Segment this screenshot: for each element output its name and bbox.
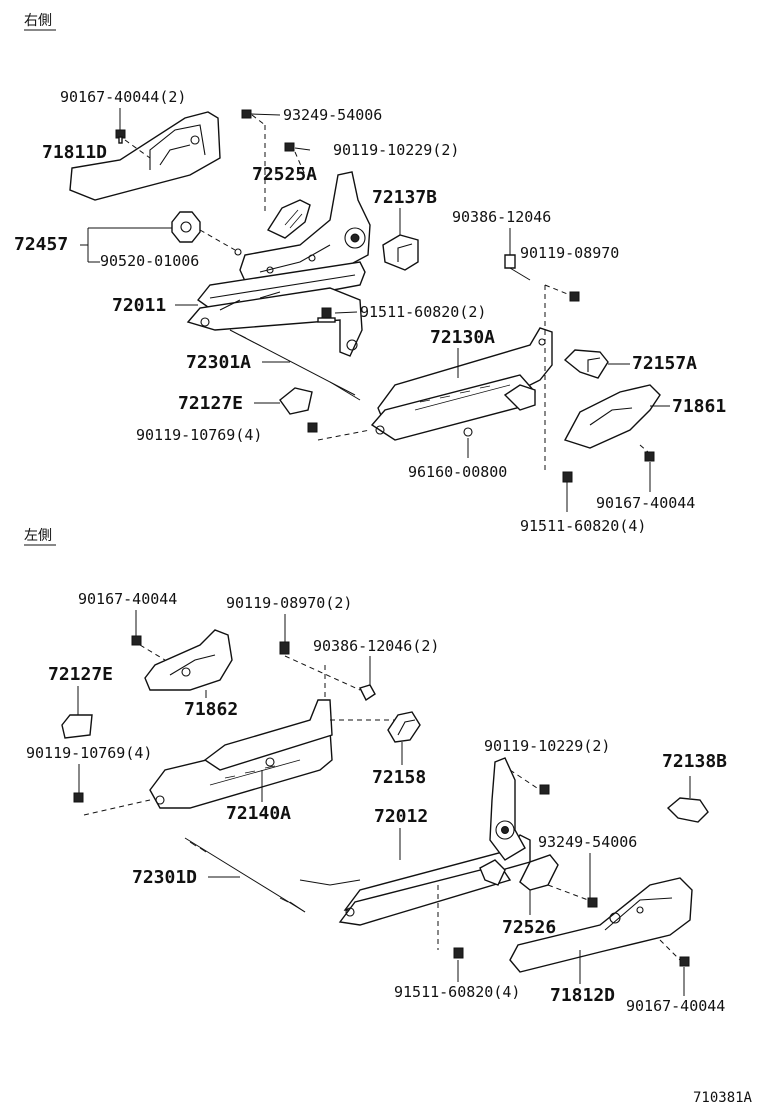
label-90119-08970-r: 90119-08970 xyxy=(520,244,619,262)
label-72301A: 72301A xyxy=(186,352,251,373)
label-90119-10769-4-l: 90119-10769(4) xyxy=(26,744,152,762)
part-71812D-drawing xyxy=(509,877,693,973)
label-90386-12046-2-l: 90386-12046(2) xyxy=(313,637,439,655)
label-72140A: 72140A xyxy=(226,803,291,824)
label-71812D: 71812D xyxy=(550,985,615,1006)
bolt-90119-10229-l xyxy=(509,769,550,795)
bolt-91511-60820-r4 xyxy=(562,471,573,512)
label-90119-08970-2-l: 90119-08970(2) xyxy=(226,594,352,612)
label-72127E-l: 72127E xyxy=(48,664,113,685)
leader-93249-54006-r xyxy=(250,113,281,116)
label-91511-60820-4-r: 91511-60820(4) xyxy=(520,517,646,535)
part-72140A-drawing xyxy=(149,699,400,809)
label-72012: 72012 xyxy=(374,806,428,827)
part-72137B-drawing xyxy=(382,234,419,271)
bolt-90167-40044-l xyxy=(131,635,166,661)
label-93249-54006-r: 93249-54006 xyxy=(283,106,382,124)
label-72138B: 72138B xyxy=(662,751,727,772)
label-71861: 71861 xyxy=(672,396,726,417)
label-71811D: 71811D xyxy=(42,142,107,163)
section-label-left: 左側 xyxy=(24,528,52,544)
recliner-bracket-l xyxy=(489,757,526,861)
part-71862-drawing xyxy=(144,629,233,691)
label-90167-40044-2-r: 90167-40044(2) xyxy=(60,88,186,106)
label-72457: 72457 xyxy=(14,234,68,255)
label-96160-00800: 96160-00800 xyxy=(408,463,507,481)
diagram-code: 710381A xyxy=(693,1090,753,1106)
bolt-90119-10769-l xyxy=(73,792,151,816)
section-label-right: 右側 xyxy=(24,13,52,29)
left-side-labels: 90167-40044 90119-08970(2) 90386-12046(2… xyxy=(26,590,727,1015)
screw-93249-54006-l xyxy=(547,884,598,908)
left-side-drawing xyxy=(61,629,709,973)
label-72011: 72011 xyxy=(112,295,166,316)
part-72457-drawing xyxy=(171,211,242,256)
label-90167-40044-l2: 90167-40044 xyxy=(626,997,725,1015)
label-91511-60820-4-l: 91511-60820(4) xyxy=(394,983,520,1001)
right-side-drawing xyxy=(69,109,661,512)
bolt-90119-10769-r xyxy=(307,422,371,441)
bolt-91511-60820-l xyxy=(437,885,464,959)
label-90167-40044-r2: 90167-40044 xyxy=(596,494,695,512)
bolt-90119-08970-r xyxy=(544,284,580,470)
label-72157A: 72157A xyxy=(632,353,697,374)
label-90167-40044-l: 90167-40044 xyxy=(78,590,177,608)
part-72012-drawing xyxy=(299,834,531,926)
label-90520-01006: 90520-01006 xyxy=(100,252,199,270)
bolt-90119-10229-r xyxy=(284,142,311,176)
label-72526: 72526 xyxy=(502,917,556,938)
label-72130A: 72130A xyxy=(430,327,495,348)
label-90386-12046-r: 90386-12046 xyxy=(452,208,551,226)
part-72127E-drawing-r xyxy=(279,387,313,415)
label-93249-54006-l: 93249-54006 xyxy=(538,833,637,851)
leader-91511-60820-2-r xyxy=(334,311,358,314)
label-72301D: 72301D xyxy=(132,867,197,888)
label-71862: 71862 xyxy=(184,699,238,720)
part-71811D-drawing xyxy=(69,111,221,201)
part-72158-drawing xyxy=(387,711,421,743)
washer-90386-12046-r xyxy=(504,254,531,281)
screw-93249-54006-r xyxy=(241,109,266,215)
label-72127E-r: 72127E xyxy=(178,393,243,414)
label-72158: 72158 xyxy=(372,767,426,788)
right-side-labels: 90167-40044(2) 71811D 93249-54006 90119-… xyxy=(14,88,726,535)
bolt-91511-60820-r xyxy=(317,307,336,323)
part-71861-drawing xyxy=(563,384,661,449)
leader-72457 xyxy=(80,227,172,263)
part-72157A-drawing xyxy=(563,349,609,379)
part-72011-drawing xyxy=(186,261,366,357)
label-72525A: 72525A xyxy=(252,164,317,185)
bolt-90167-40044-l2 xyxy=(659,939,690,967)
part-72127E-drawing-l xyxy=(61,714,93,739)
nut-90386-12046-l xyxy=(324,665,376,702)
label-72137B: 72137B xyxy=(372,187,437,208)
part-72525A-drawing xyxy=(266,199,311,239)
clip-96160-00800 xyxy=(463,427,473,458)
part-72301A-drawing xyxy=(229,329,361,401)
part-72301D-drawing xyxy=(184,837,306,913)
label-90119-10229-2-r: 90119-10229(2) xyxy=(333,141,459,159)
label-91511-60820-2-r: 91511-60820(2) xyxy=(360,303,486,321)
part-72138B-drawing xyxy=(666,776,709,823)
label-90119-10229-2-l: 90119-10229(2) xyxy=(484,737,610,755)
label-90119-10769-4-r: 90119-10769(4) xyxy=(136,426,262,444)
bolt-90167-40044-r2 xyxy=(639,444,655,462)
part-72130A-drawing xyxy=(370,327,553,441)
